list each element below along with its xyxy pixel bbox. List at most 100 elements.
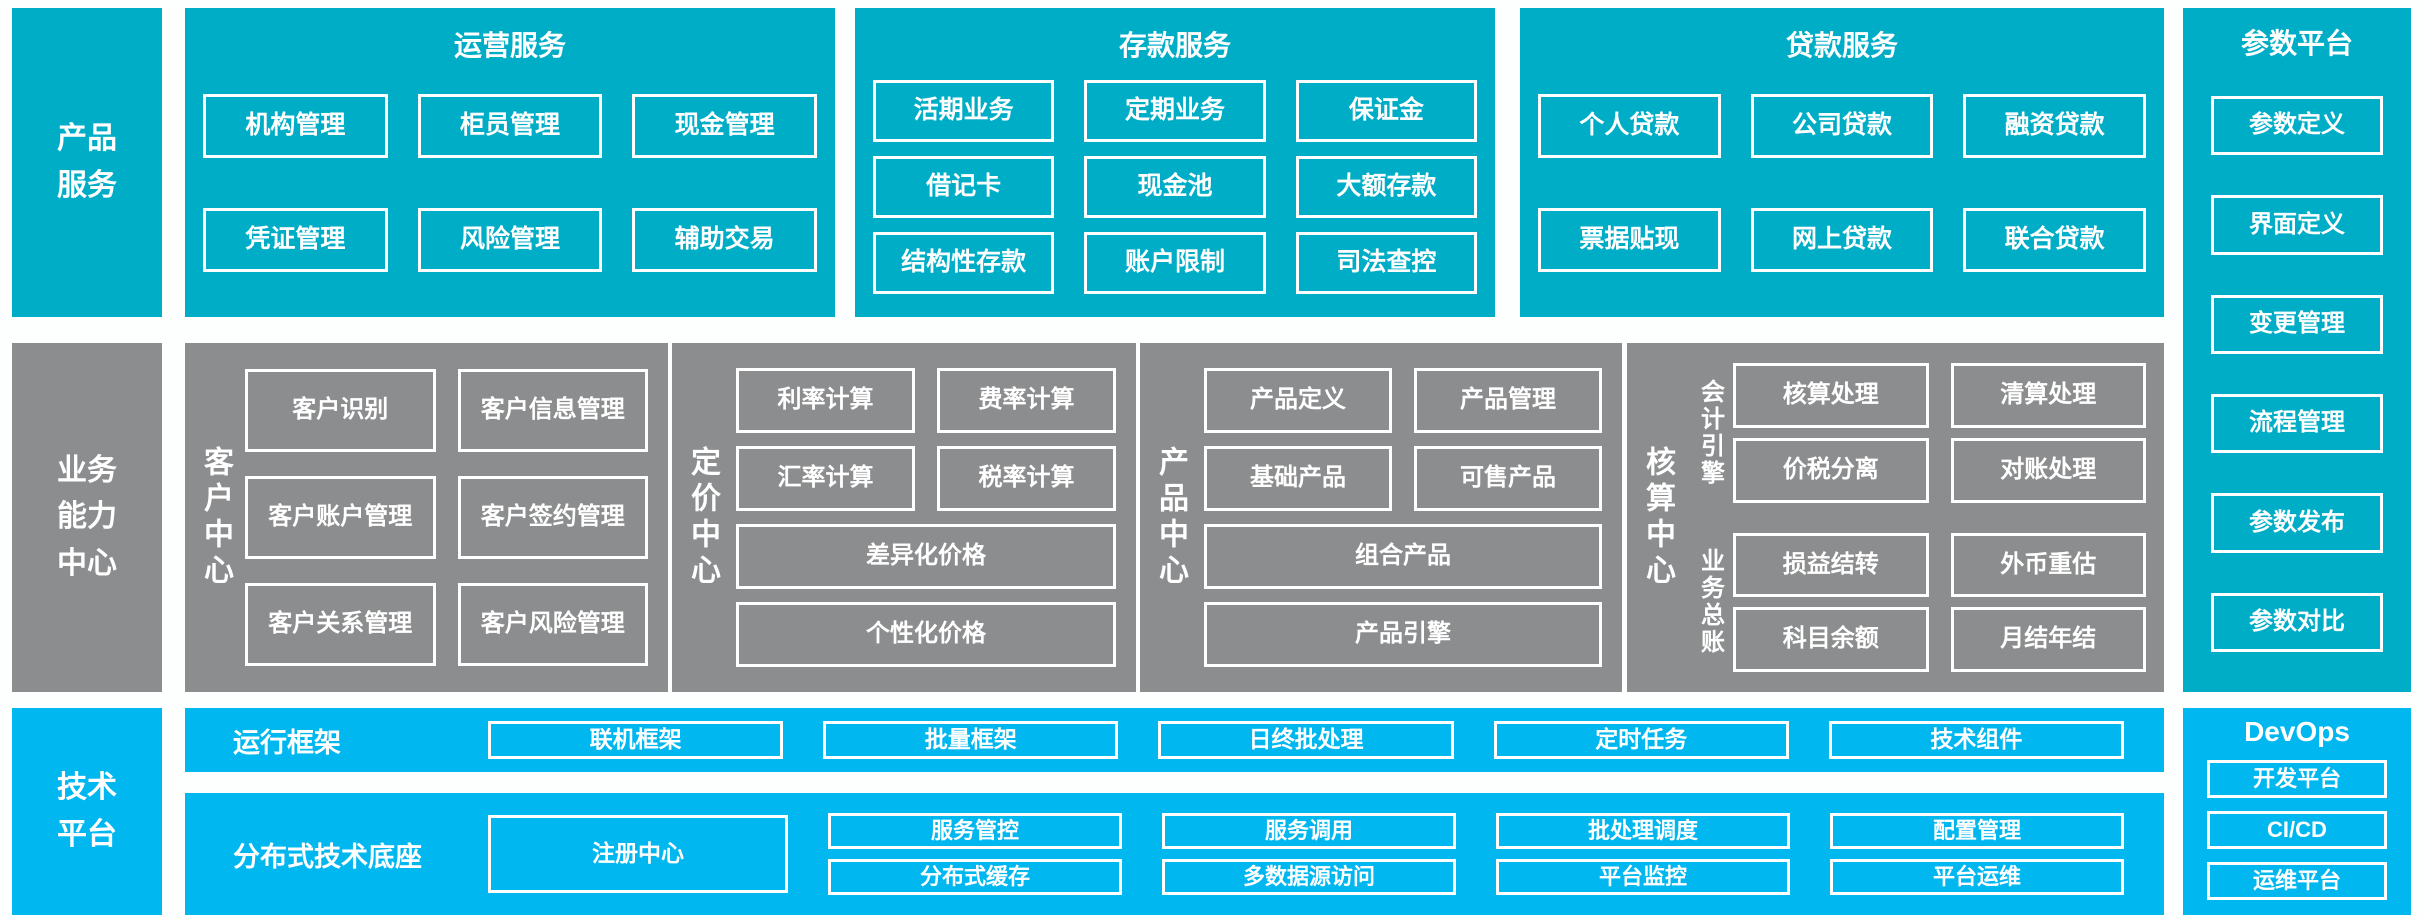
capability-box: 费率计算 [937, 368, 1116, 433]
tech-box: 平台运维 [1830, 859, 2124, 895]
rail-technology-platform: 技术平台 [12, 708, 162, 915]
loan-services-grid: 个人贷款 公司贷款 融资贷款 票据贴现 网上贷款 联合贷款 [1520, 94, 2164, 272]
product-center-label: 产品中心 [1154, 445, 1187, 590]
capability-box: 价税分离 [1733, 437, 1929, 503]
product-center-panel: 产品中心 产品定义 产品管理 基础产品 可售产品 组合产品 产品引擎 [1140, 343, 1622, 692]
tech-box: 服务管控 [828, 813, 1122, 849]
devops-column: DevOps 开发平台 CI/CD 运维平台 [2183, 708, 2411, 915]
capability-box: 客户信息管理 [457, 369, 648, 452]
tech-box: 分布式缓存 [828, 859, 1122, 895]
tech-box: 配置管理 [1830, 813, 2124, 849]
tech-box: 服务调用 [1162, 813, 1456, 849]
parameter-box: 参数发布 [2211, 493, 2383, 553]
service-box: 大额存款 [1295, 156, 1477, 218]
capability-box: 客户账户管理 [245, 476, 436, 559]
devops-title: DevOps [2244, 716, 2350, 747]
distributed-base-label: 分布式技术底座 [233, 841, 422, 872]
runtime-framework-band: 运行框架 联机框架 批量框架 日终批处理 定时任务 技术组件 [185, 708, 2164, 772]
service-box: 联合贷款 [1963, 208, 2146, 272]
service-box: 定期业务 [1084, 80, 1266, 142]
distributed-pair-column: 配置管理 平台运维 [1830, 813, 2124, 895]
parameter-platform-title: 参数平台 [2240, 28, 2353, 59]
accounting-engine-grid: 核算处理 清算处理 价税分离 对账处理 [1733, 363, 2146, 503]
tech-box: 平台监控 [1496, 859, 1790, 895]
accounting-center-content: 会计引擎 核算处理 清算处理 价税分离 对账处理 业务总账 损益结转 外币重估 … [1687, 343, 2164, 692]
parameter-box: 参数定义 [2211, 96, 2383, 156]
tech-box: 定时任务 [1493, 721, 1789, 759]
pricing-center-panel: 定价中心 利率计算 费率计算 汇率计算 税率计算 差异化价格 个性化价格 [672, 343, 1136, 692]
devops-box: 运维平台 [2207, 862, 2387, 900]
distributed-pair-column: 服务调用 多数据源访问 [1162, 813, 1456, 895]
capability-box: 客户关系管理 [245, 583, 436, 666]
parameter-platform-column: 参数平台 参数定义 界面定义 变更管理 流程管理 参数发布 参数对比 [2183, 8, 2411, 692]
service-box: 司法查控 [1295, 232, 1477, 294]
capability-box: 损益结转 [1733, 532, 1929, 598]
service-box: 柜员管理 [417, 94, 603, 158]
operations-services-grid: 机构管理 柜员管理 现金管理 凭证管理 风险管理 辅助交易 [185, 94, 835, 272]
service-box: 机构管理 [203, 94, 388, 158]
accounting-center-panel: 核算中心 会计引擎 核算处理 清算处理 价税分离 对账处理 业务总账 损益结转 … [1627, 343, 2164, 692]
operations-services-section: 运营服务 机构管理 柜员管理 现金管理 凭证管理 风险管理 辅助交易 [185, 8, 835, 317]
operations-services-title: 运营服务 [453, 30, 566, 61]
loan-services-title: 贷款服务 [1785, 30, 1898, 61]
capability-box: 汇率计算 [736, 446, 915, 511]
tech-box: 联机框架 [488, 721, 784, 759]
service-box: 票据贴现 [1538, 208, 1721, 272]
service-box: 公司贷款 [1750, 94, 1934, 158]
parameter-box: 界面定义 [2211, 195, 2383, 255]
rail-product-services-label: 产品服务 [57, 122, 117, 202]
rail-technology-platform-label: 技术平台 [57, 771, 117, 851]
capability-box: 税率计算 [937, 446, 1116, 511]
service-box: 融资贷款 [1963, 94, 2146, 158]
capability-box: 产品定义 [1204, 368, 1392, 433]
service-box: 现金管理 [632, 94, 817, 158]
service-box: 活期业务 [873, 80, 1055, 142]
capability-box-wide: 个性化价格 [736, 602, 1116, 667]
parameter-box: 参数对比 [2211, 592, 2383, 652]
rail-business-capability-center: 业务能力中心 [12, 343, 162, 692]
deposit-services-section: 存款服务 活期业务 定期业务 保证金 借记卡 现金池 大额存款 结构性存款 账户… [855, 8, 1495, 317]
parameter-box: 变更管理 [2211, 294, 2383, 354]
capability-box: 核算处理 [1733, 363, 1929, 428]
service-box: 辅助交易 [632, 208, 817, 272]
service-box: 结构性存款 [873, 232, 1055, 294]
deposit-services-grid: 活期业务 定期业务 保证金 借记卡 现金池 大额存款 结构性存款 账户限制 司法… [855, 80, 1495, 294]
tech-box: 多数据源访问 [1162, 859, 1456, 895]
capability-box: 清算处理 [1950, 363, 2146, 428]
service-box: 账户限制 [1084, 232, 1266, 294]
capability-box: 可售产品 [1414, 446, 1602, 511]
capability-box-wide: 产品引擎 [1204, 602, 1602, 667]
capability-box: 外币重估 [1950, 532, 2146, 598]
distributed-pair-column: 服务管控 分布式缓存 [828, 813, 1122, 895]
tech-box: 批处理调度 [1496, 813, 1790, 849]
customer-center-label: 客户中心 [199, 445, 232, 590]
rail-product-services: 产品服务 [12, 8, 162, 317]
capability-box: 科目余额 [1733, 607, 1929, 672]
customer-center-grid: 客户识别 客户信息管理 客户账户管理 客户签约管理 客户关系管理 客户风险管理 [245, 343, 668, 692]
tech-box: 日终批处理 [1158, 721, 1454, 759]
deposit-services-title: 存款服务 [1118, 30, 1231, 61]
service-box: 网上贷款 [1750, 208, 1934, 272]
capability-box: 利率计算 [736, 368, 915, 433]
pricing-center-grid: 利率计算 费率计算 汇率计算 税率计算 差异化价格 个性化价格 [732, 343, 1136, 692]
capability-box: 客户签约管理 [457, 476, 648, 559]
service-box: 个人贷款 [1538, 94, 1721, 158]
tech-box: 技术组件 [1828, 721, 2125, 759]
distributed-pair-column: 批处理调度 平台监控 [1496, 813, 1790, 895]
loan-services-section: 贷款服务 个人贷款 公司贷款 融资贷款 票据贴现 网上贷款 联合贷款 [1520, 8, 2164, 317]
product-center-grid: 产品定义 产品管理 基础产品 可售产品 组合产品 产品引擎 [1200, 343, 1622, 692]
customer-center-panel: 客户中心 客户识别 客户信息管理 客户账户管理 客户签约管理 客户关系管理 客户… [185, 343, 668, 692]
registry-center-box: 注册中心 [488, 815, 788, 893]
service-box: 风险管理 [417, 208, 603, 272]
pricing-center-label: 定价中心 [686, 445, 719, 590]
business-ledger-grid: 损益结转 外币重估 科目余额 月结年结 [1733, 532, 2146, 672]
service-box: 凭证管理 [203, 208, 388, 272]
capability-box: 客户识别 [245, 369, 436, 452]
devops-box: 开发平台 [2207, 760, 2387, 798]
accounting-engine-group: 会计引擎 核算处理 清算处理 价税分离 对账处理 [1687, 363, 2146, 503]
service-box: 借记卡 [873, 156, 1055, 218]
capability-box-wide: 组合产品 [1204, 524, 1602, 589]
parameter-box: 流程管理 [2211, 393, 2383, 454]
tech-box: 批量框架 [823, 721, 1119, 759]
